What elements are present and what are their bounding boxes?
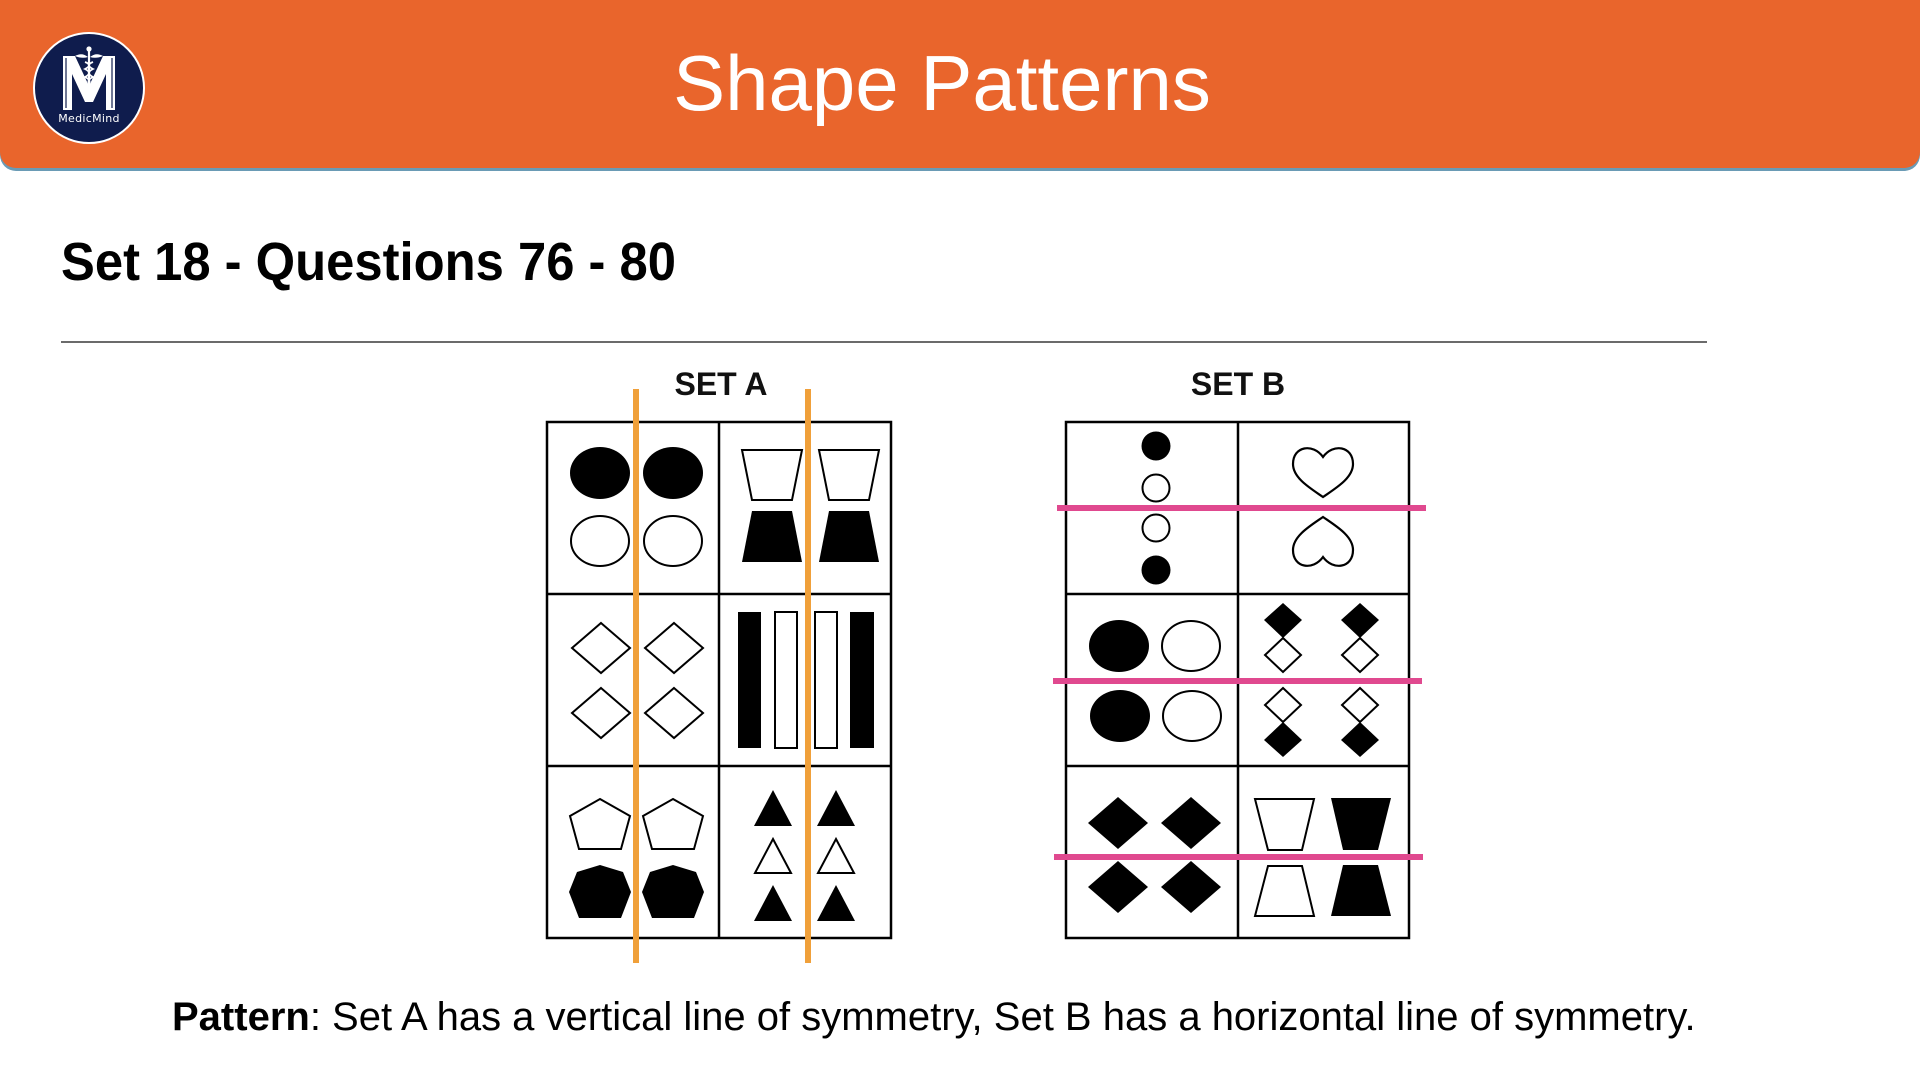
- set-b-horizontal-symmetry-lines: [1053, 505, 1426, 860]
- set-a-label: SET A: [674, 366, 768, 402]
- section-heading: Set 18 - Questions 76 - 80: [61, 232, 676, 292]
- pattern-explanation: Pattern: Set A has a vertical line of sy…: [172, 993, 1696, 1041]
- pattern-description: : Set A has a vertical line of symmetry,…: [309, 995, 1696, 1039]
- set-b-cell-ellipses: [1089, 620, 1222, 742]
- set-b-label: SET B: [1190, 366, 1286, 402]
- set-b-cell-circles: [1141, 431, 1171, 585]
- set-b-cell-trapezoids: [1253, 798, 1391, 917]
- page-title: Shape Patterns: [673, 39, 1211, 127]
- medicmind-logo: MedicMind: [33, 32, 145, 144]
- set-a-cell-bars: [738, 611, 874, 749]
- section-divider: [61, 341, 1707, 343]
- set-a-cell-ellipses: [570, 447, 703, 567]
- set-b-cell-hearts: [1291, 447, 1355, 567]
- pattern-label: Pattern: [172, 995, 310, 1039]
- logo-text: MedicMind: [58, 112, 120, 125]
- set-a-cell-trapezoids: [740, 449, 881, 562]
- set-b-cell-filled-diamonds: [1088, 797, 1221, 913]
- set-a-cell-triangles: [753, 790, 856, 921]
- set-a-cell-polygons: [568, 797, 705, 918]
- set-a-cell-diamonds: [570, 621, 705, 740]
- set-b-cell-stacked-diamonds: [1263, 603, 1380, 757]
- caduceus-m-icon: [63, 46, 115, 110]
- set-a-vertical-symmetry-lines: [633, 389, 811, 963]
- set-a-grid: [545, 420, 893, 940]
- header-bar: MedicMind Shape Patterns: [0, 0, 1920, 168]
